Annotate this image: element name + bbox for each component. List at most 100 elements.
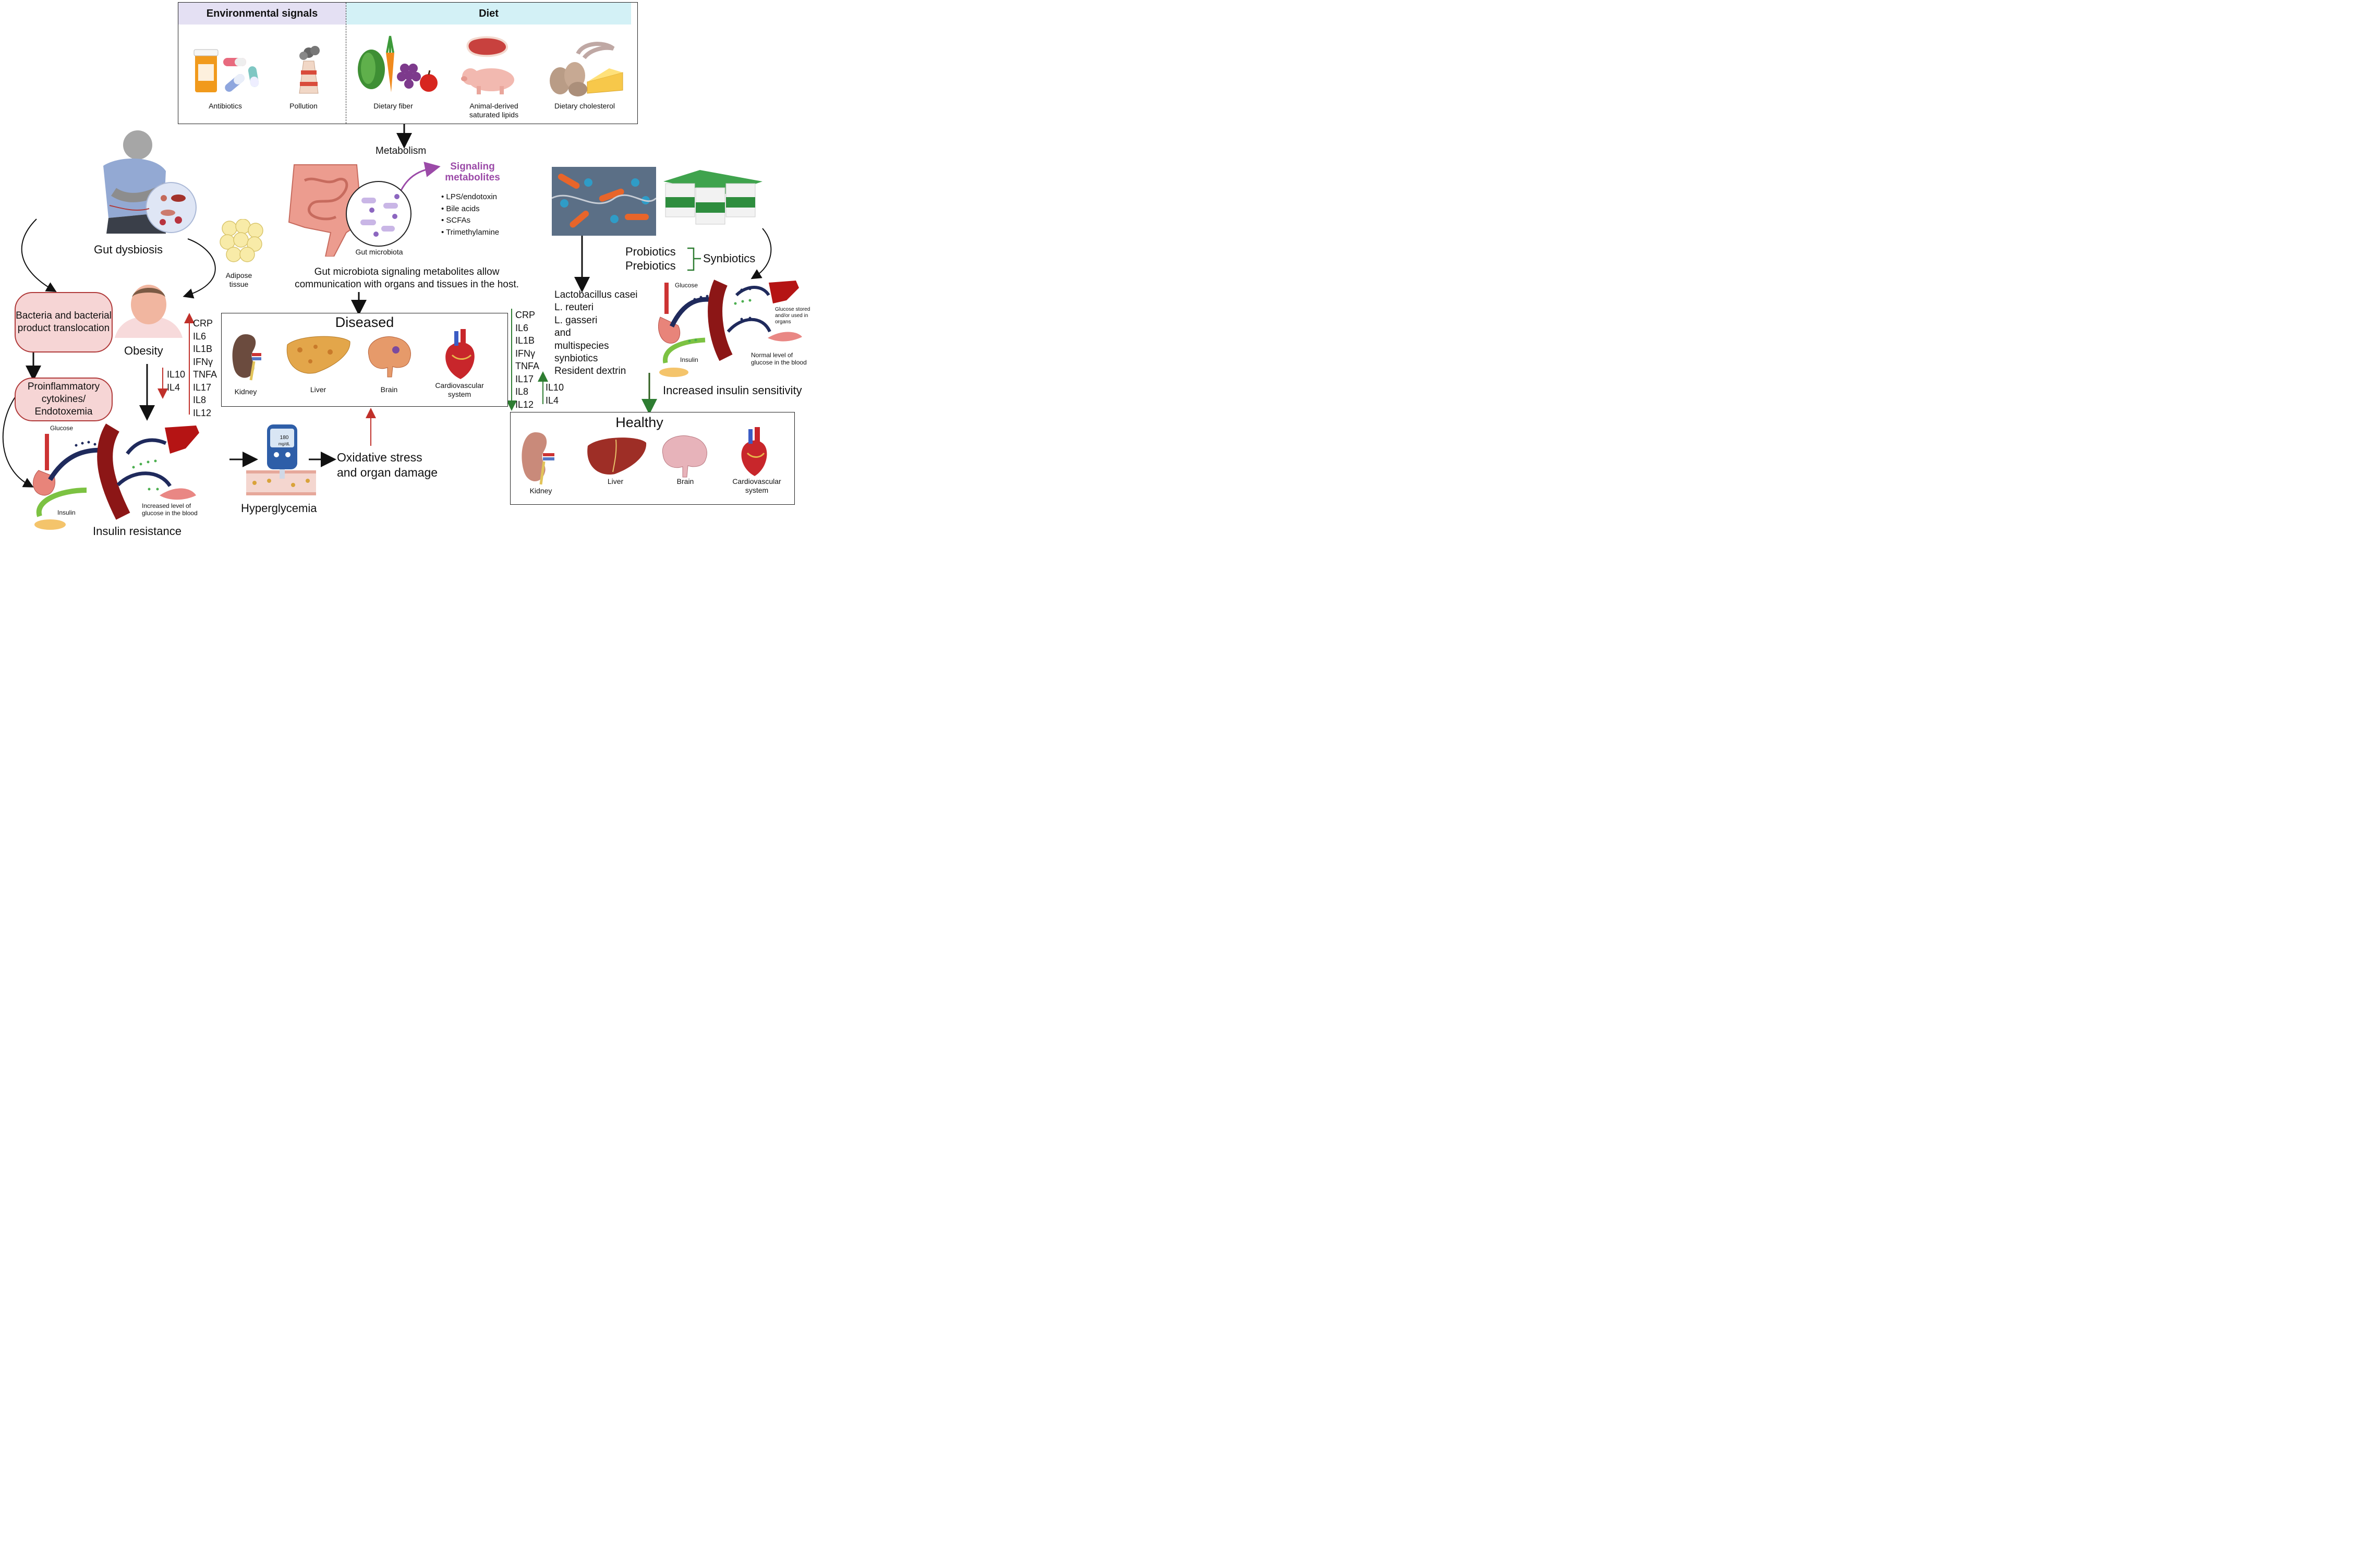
healthy-brain-icon — [662, 435, 707, 478]
strain-item: L. reuteri — [554, 302, 594, 313]
brain-icon — [368, 336, 411, 378]
metabolite-item: • LPS/endotoxin — [441, 192, 497, 201]
healthy-cardio-label: Cardiovascular system — [732, 477, 781, 494]
metabolite-item: • Trimethylamine — [441, 227, 500, 237]
insulin-label-left: Insulin — [57, 509, 76, 516]
kidney-icon — [232, 334, 261, 381]
person-holding-stomach-icon — [103, 130, 197, 234]
oxidative-line: and organ damage — [337, 466, 438, 479]
cytokine: IL10 — [167, 369, 186, 380]
cytokine: IL8 — [515, 386, 529, 397]
strains-list: Lactobacillus casei L. reuteri L. gasser… — [554, 289, 637, 378]
factory-icon — [299, 46, 320, 94]
increased-sensitivity-label: Increased insulin sensitivity — [663, 384, 802, 397]
healthy-kidney-icon — [522, 432, 554, 485]
metabolism-label: Metabolism — [376, 145, 427, 156]
cytokines-up-list-left: CRP IL6 IL1B IFNγ TNFA IL17 IL8 IL12 — [193, 317, 217, 419]
obese-person-icon — [115, 285, 183, 338]
strain-item: multispecies — [554, 340, 609, 351]
center-caption: Gut microbiota signaling metabolites all… — [261, 266, 553, 291]
cytokine: IL12 — [515, 399, 534, 410]
insulin-sensitivity-scheme — [658, 279, 802, 377]
meter-unit: mg/dL — [278, 442, 290, 446]
strain-item: L. gasseri — [554, 314, 598, 326]
strain-item: Lactobacillus casei — [554, 289, 638, 300]
oxidative-stress-label: Oxidative stress and organ damage — [337, 450, 438, 480]
diseased-cardio-label: Cardiovascular system — [435, 381, 484, 398]
meat-and-pig-icon — [461, 36, 514, 94]
cytokine: IL1B — [193, 344, 213, 354]
healthy-heart-icon — [741, 427, 767, 476]
diseased-box: Diseased Kidney Liver Brain Cardiovascul… — [221, 313, 508, 407]
strain-item: synbiotics — [554, 353, 598, 364]
metabolite-item: • Bile acids — [441, 204, 480, 213]
label-pollution: Pollution — [289, 102, 318, 110]
diseased-kidney-label: Kidney — [234, 387, 257, 396]
cytokine: IL4 — [167, 382, 180, 393]
metabolite-text: Bile acids — [446, 204, 480, 213]
caption-line: Gut microbiota signaling metabolites all… — [314, 266, 500, 277]
gut-dysbiosis-label: Gut dysbiosis — [94, 243, 163, 256]
metabolite-item: • SCFAs — [441, 216, 471, 225]
cytokine: IFNγ — [193, 356, 213, 367]
strain-item: and — [554, 327, 571, 339]
meter-value: 180 — [280, 435, 289, 441]
label-antibiotics: Antibiotics — [209, 102, 242, 110]
prebiotics-label: Prebiotics — [625, 259, 676, 272]
microbiota-label: Gut microbiota — [355, 248, 403, 256]
cytokine: CRP — [193, 318, 213, 329]
healthy-liver-icon — [587, 437, 647, 475]
metabolite-text: SCFAs — [446, 216, 471, 225]
label-dietary-fiber: Dietary fiber — [373, 102, 413, 110]
synbiotics-label: Synbiotics — [703, 252, 756, 265]
liver-icon — [286, 336, 350, 374]
cytokine: IFNγ — [515, 348, 535, 359]
glucose-label-right: Glucose — [675, 282, 698, 289]
metabolite-text: Trimethylamine — [446, 227, 500, 237]
cytokine: IL1B — [515, 335, 535, 346]
healthy-box: Healthy Kidney Liver Brain Cardiovascula… — [510, 412, 795, 505]
label-animal-lipids: Animal-derived saturated lipids — [469, 102, 519, 119]
diseased-title: Diseased — [335, 314, 394, 330]
cytokine: IL6 — [193, 331, 207, 342]
glucose-stored-label: Glucose stored and/or used in organs — [775, 307, 810, 325]
adipose-tissue-icon — [220, 219, 263, 262]
diseased-liver-label: Liver — [310, 385, 326, 394]
adipose-label: Adipose tissue — [225, 271, 252, 288]
hyperglycemia-label: Hyperglycemia — [241, 502, 317, 515]
glucometer-icon — [246, 424, 316, 495]
cytokine: CRP — [515, 310, 536, 320]
cytokine: TNFA — [193, 369, 217, 380]
metabolite-text: LPS/endotoxin — [446, 192, 497, 201]
yogurt-cups-icon — [663, 170, 762, 225]
env-header: Environmental signals — [178, 3, 346, 25]
vegetables-icon — [358, 35, 438, 92]
healthy-liver-label: Liver — [607, 477, 624, 485]
cytokines-down-list-left: IL10 IL4 — [167, 368, 185, 394]
cytokine: IL8 — [193, 395, 207, 405]
insulin-label-right: Insulin — [680, 356, 698, 363]
oxidative-line: Oxidative stress — [337, 451, 422, 464]
normal-glucose-label: Normal level of glucose in the blood — [751, 351, 807, 366]
cytokines-down-list-right: IL10 IL4 — [546, 381, 564, 407]
insulin-resistance-label: Insulin resistance — [93, 525, 181, 538]
bacteria-translocation-pill: Bacteria and bacterial product transloca… — [15, 292, 113, 353]
diseased-brain-label: Brain — [380, 385, 398, 394]
strain-item: Resident dextrin — [554, 366, 626, 377]
metabolite-list: • LPS/endotoxin • Bile acids • SCFAs • T… — [441, 191, 499, 238]
caption-line: communication with organs and tissues in… — [295, 279, 519, 290]
cytokine: IL17 — [515, 373, 534, 384]
antibiotics-icon — [193, 49, 259, 92]
increased-glucose-label: Increased level of glucose in the blood — [142, 502, 198, 517]
cytokine: IL6 — [515, 322, 529, 333]
glucose-label-left: Glucose — [50, 424, 74, 432]
heart-icon — [445, 329, 475, 379]
healthy-title: Healthy — [615, 415, 663, 430]
cytokine: TNFA — [515, 361, 540, 371]
signaling-metabolites-title: Signaling metabolites — [445, 161, 500, 183]
cytokine: IL4 — [546, 395, 559, 406]
insulin-resistance-scheme — [33, 423, 199, 530]
diet-header: Diet — [346, 3, 631, 25]
signals-panel: Environmental signals Diet Antibiotics P… — [178, 2, 638, 124]
gut-microbiota-icon — [346, 181, 411, 247]
